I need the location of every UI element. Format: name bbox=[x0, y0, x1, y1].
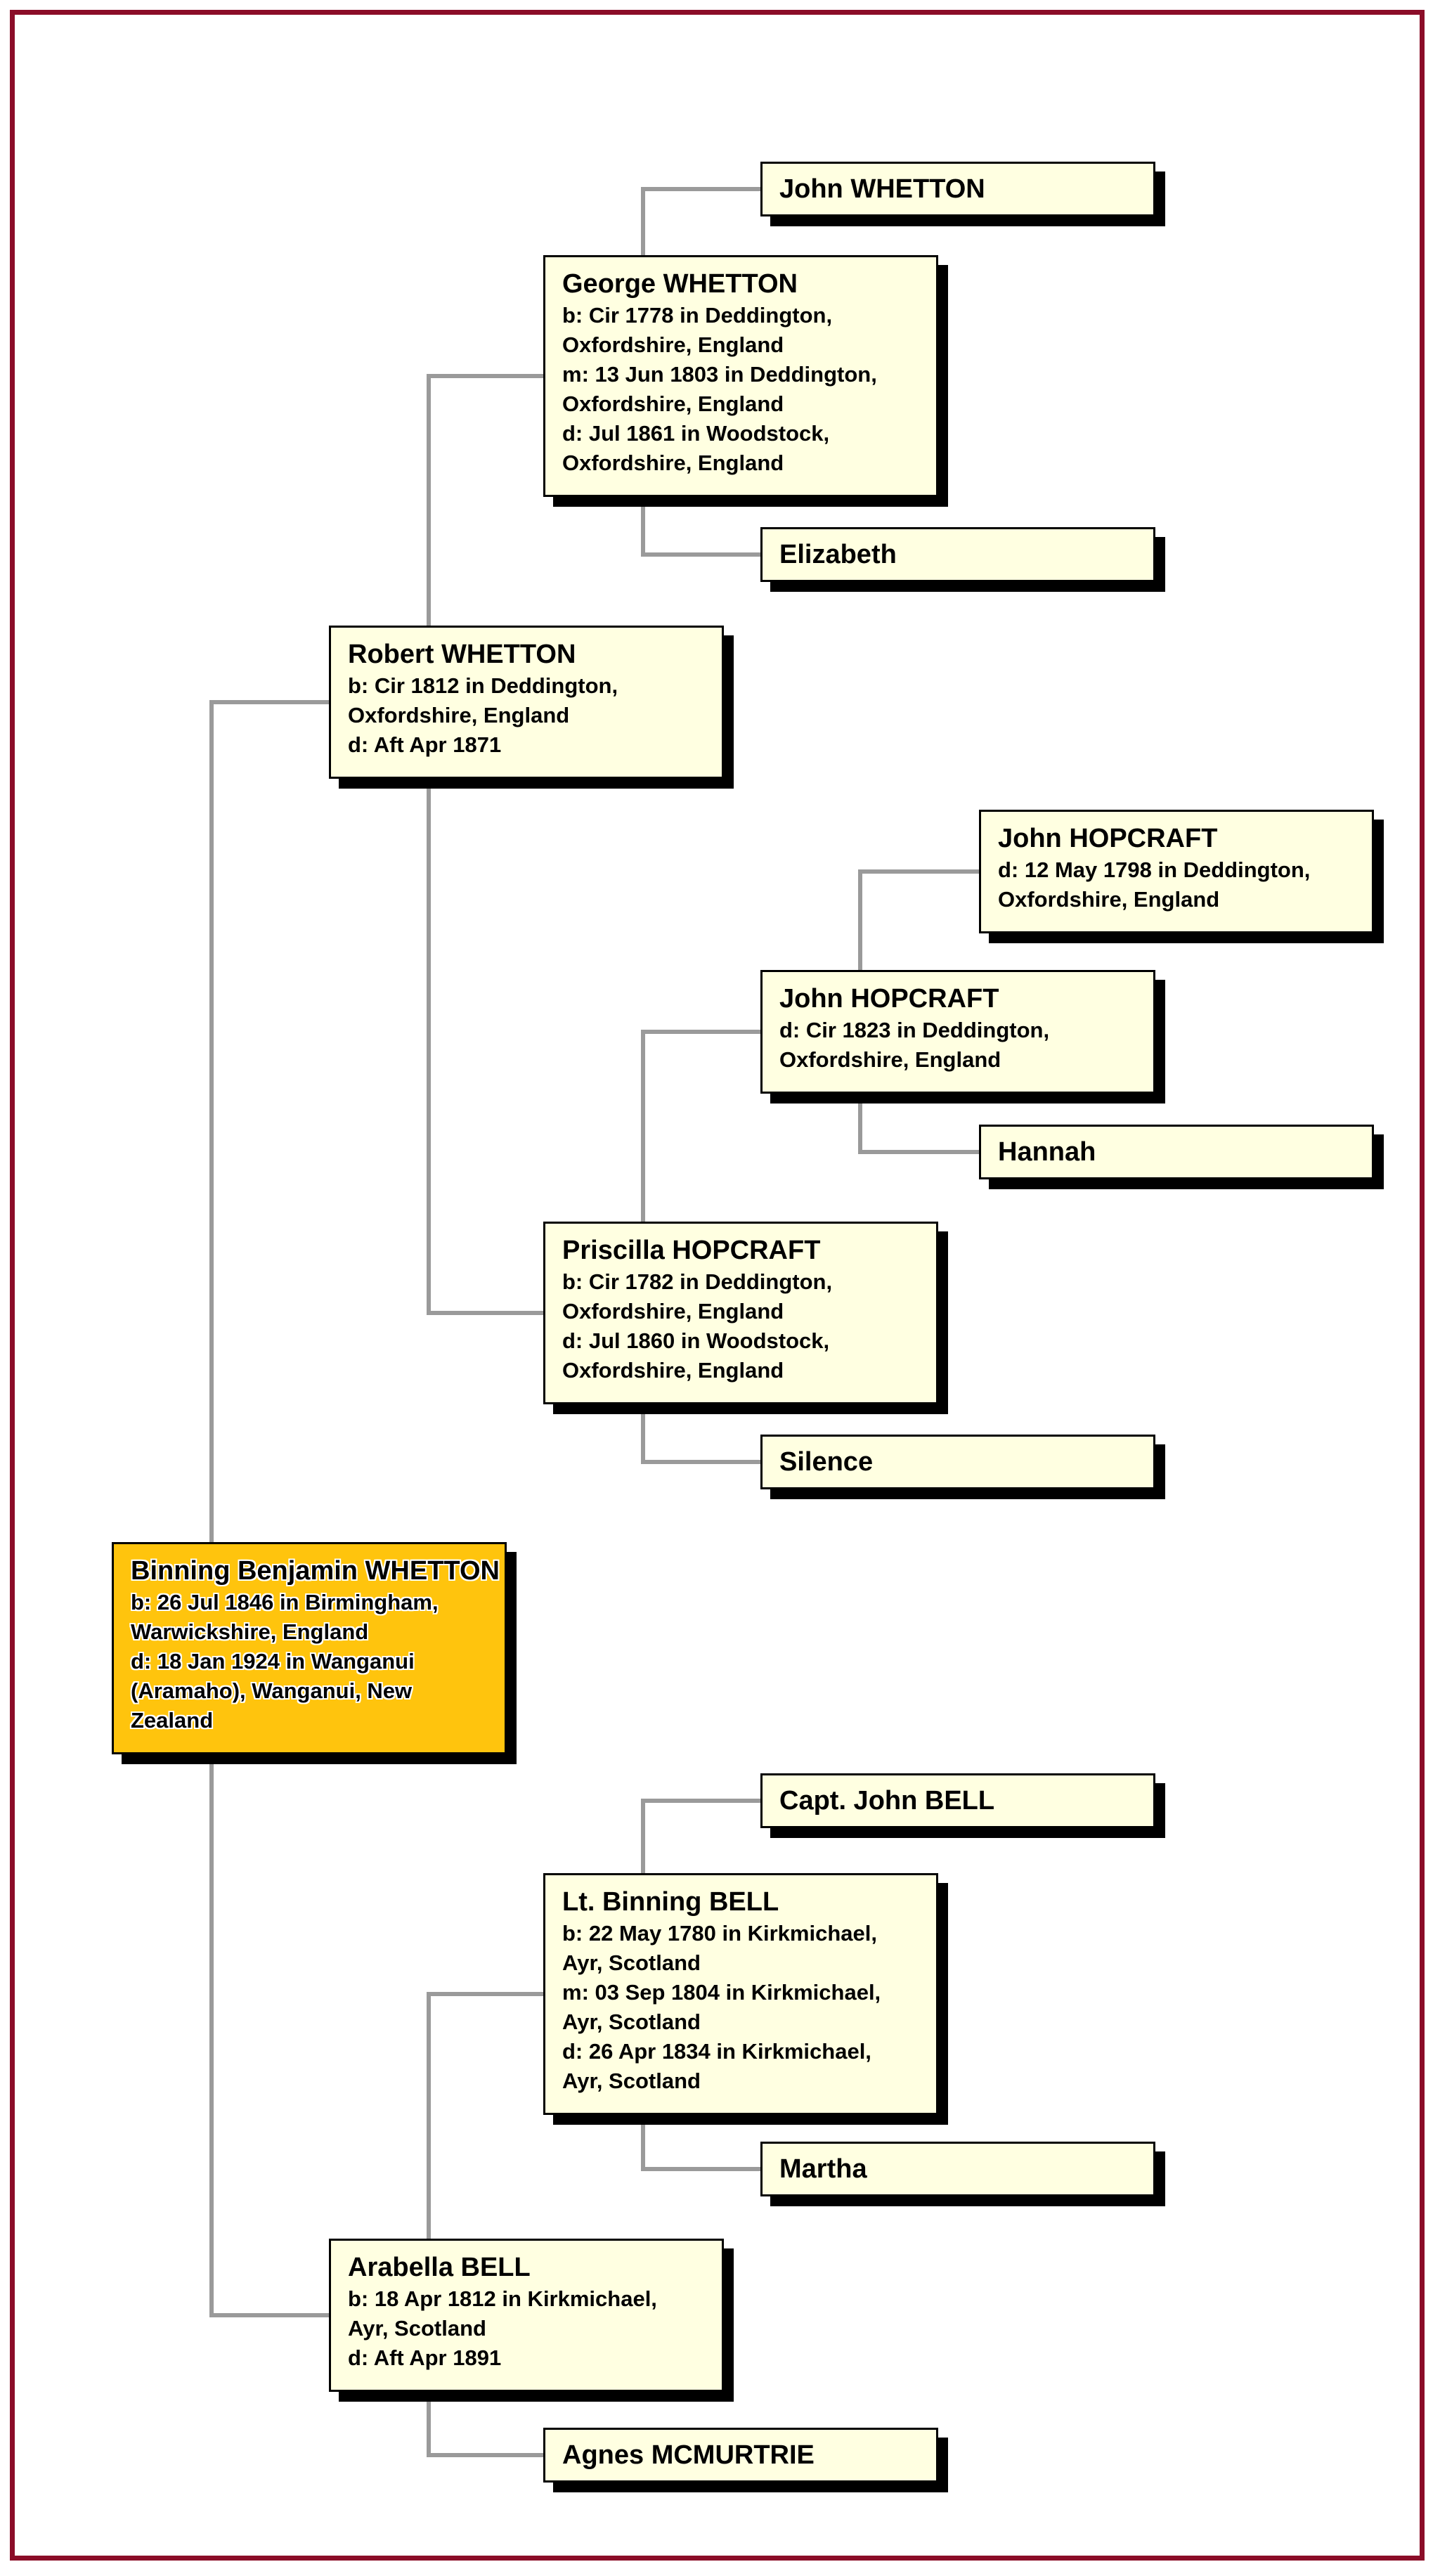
person-detail-line: b: Cir 1782 in Deddington, bbox=[562, 1269, 833, 1294]
connector-stub-line bbox=[427, 2453, 543, 2457]
person-detail-line: Warwickshire, England bbox=[131, 1619, 369, 1644]
person-box-martha[interactable]: Martha bbox=[760, 2142, 1155, 2196]
person-box-george-whetton[interactable]: George WHETTON b: Cir 1778 in Deddington,… bbox=[543, 255, 938, 497]
person-detail-line: Oxfordshire, England bbox=[562, 332, 784, 357]
person-name: Martha bbox=[779, 2154, 867, 2184]
person-name: Capt. John BELL bbox=[779, 1786, 995, 1816]
person-box-capt-john-bell[interactable]: Capt. John BELL bbox=[760, 1773, 1155, 1828]
person-detail-line: d: Cir 1823 in Deddington, bbox=[779, 1018, 1050, 1042]
person-name: George WHETTON bbox=[562, 269, 798, 299]
person-box-priscilla-hopcraft[interactable]: Priscilla HOPCRAFT b: Cir 1782 in Dedding… bbox=[543, 1222, 938, 1404]
person-detail-line: d: Aft Apr 1891 bbox=[348, 2345, 502, 2370]
connector-stub-line bbox=[641, 1030, 760, 1034]
person-box-arabella-bell[interactable]: Arabella BELL b: 18 Apr 1812 in Kirkmicha… bbox=[329, 2239, 724, 2392]
person-detail-line: b: 22 May 1780 in Kirkmichael, bbox=[562, 1921, 877, 1946]
person-detail-line: d: 12 May 1798 in Deddington, bbox=[998, 857, 1311, 882]
person-box-john-hopcraft-sr[interactable]: John HOPCRAFT d: 12 May 1798 in Deddingto… bbox=[979, 810, 1374, 933]
person-detail-line: Oxfordshire, England bbox=[562, 451, 784, 475]
person-detail-line: Oxfordshire, England bbox=[779, 1047, 1001, 1072]
person-detail-line: d: Aft Apr 1871 bbox=[348, 732, 502, 757]
connector-stub-line bbox=[427, 1311, 543, 1315]
person-name: Lt. Binning BELL bbox=[562, 1887, 779, 1917]
connector-trunk-line bbox=[427, 374, 431, 1315]
connector-stub-line bbox=[641, 1460, 760, 1464]
person-name: John HOPCRAFT bbox=[779, 984, 999, 1014]
person-detail-line: Oxfordshire, England bbox=[562, 391, 784, 416]
person-detail-line: Zealand bbox=[131, 1708, 214, 1733]
person-detail-line: Oxfordshire, England bbox=[562, 1358, 784, 1383]
person-name: Priscilla HOPCRAFT bbox=[562, 1236, 821, 1265]
connector-stub-line bbox=[427, 1992, 543, 1996]
person-detail-line: b: 26 Jul 1846 in Birmingham, bbox=[131, 1590, 439, 1614]
connector-stub-line bbox=[427, 374, 543, 378]
person-box-binning-benjamin-whetton[interactable]: Binning Benjamin WHETTON b: 26 Jul 1846 i… bbox=[112, 1542, 507, 1754]
person-detail-line: Oxfordshire, England bbox=[998, 887, 1220, 912]
connector-stub-line bbox=[641, 552, 760, 557]
person-box-john-hopcraft-jr[interactable]: John HOPCRAFT d: Cir 1823 in Deddington, O… bbox=[760, 970, 1155, 1094]
connector-trunk-line bbox=[427, 1992, 431, 2457]
person-detail-line: b: Cir 1778 in Deddington, bbox=[562, 303, 833, 328]
person-name: Binning Benjamin WHETTON bbox=[131, 1556, 500, 1586]
person-detail-line: m: 13 Jun 1803 in Deddington, bbox=[562, 362, 877, 387]
person-detail-line: b: Cir 1812 in Deddington, bbox=[348, 673, 618, 698]
connector-stub-line bbox=[209, 2313, 329, 2317]
person-detail-line: (Aramaho), Wanganui, New bbox=[131, 1678, 413, 1703]
connector-stub-line bbox=[641, 1799, 760, 1803]
person-name: Elizabeth bbox=[779, 540, 897, 569]
page-frame bbox=[10, 10, 1425, 2561]
person-box-agnes-mcmurtrie[interactable]: Agnes MCMURTRIE bbox=[543, 2428, 938, 2483]
person-name: Robert WHETTON bbox=[348, 640, 576, 669]
person-box-elizabeth[interactable]: Elizabeth bbox=[760, 527, 1155, 582]
person-box-robert-whetton[interactable]: Robert WHETTON b: Cir 1812 in Deddington,… bbox=[329, 626, 724, 779]
person-name: Agnes MCMURTRIE bbox=[562, 2440, 815, 2470]
person-detail-line: d: 26 Apr 1834 in Kirkmichael, bbox=[562, 2039, 871, 2064]
person-name: Hannah bbox=[998, 1137, 1096, 1167]
connector-trunk-line bbox=[209, 700, 214, 2317]
person-detail-line: Ayr, Scotland bbox=[562, 1950, 701, 1975]
person-box-hannah[interactable]: Hannah bbox=[979, 1125, 1374, 1179]
person-detail-line: b: 18 Apr 1812 in Kirkmichael, bbox=[348, 2286, 657, 2311]
person-name: Silence bbox=[779, 1447, 874, 1477]
person-name: Arabella BELL bbox=[348, 2253, 531, 2282]
connector-stub-line bbox=[858, 1150, 979, 1154]
person-detail-line: Ayr, Scotland bbox=[562, 2009, 701, 2034]
person-detail-line: d: Jul 1861 in Woodstock, bbox=[562, 421, 830, 446]
person-name: John WHETTON bbox=[779, 174, 985, 204]
person-name: John HOPCRAFT bbox=[998, 824, 1218, 853]
person-box-lt-binning-bell[interactable]: Lt. Binning BELL b: 22 May 1780 in Kirkmi… bbox=[543, 1873, 938, 2115]
person-detail-line: d: Jul 1860 in Woodstock, bbox=[562, 1328, 830, 1353]
connector-stub-line bbox=[641, 187, 760, 191]
connector-stub-line bbox=[209, 700, 329, 704]
person-detail-line: Ayr, Scotland bbox=[562, 2069, 701, 2093]
connector-stub-line bbox=[641, 2167, 760, 2171]
person-box-john-whetton[interactable]: John WHETTON bbox=[760, 162, 1155, 216]
person-detail-line: Ayr, Scotland bbox=[348, 2316, 486, 2341]
connector-stub-line bbox=[858, 869, 979, 874]
person-detail-line: m: 03 Sep 1804 in Kirkmichael, bbox=[562, 1980, 881, 2005]
person-detail-line: Oxfordshire, England bbox=[348, 703, 570, 727]
person-detail-line: Oxfordshire, England bbox=[562, 1299, 784, 1323]
person-box-silence[interactable]: Silence bbox=[760, 1435, 1155, 1489]
person-detail-line: d: 18 Jan 1924 in Wanganui bbox=[131, 1649, 415, 1674]
